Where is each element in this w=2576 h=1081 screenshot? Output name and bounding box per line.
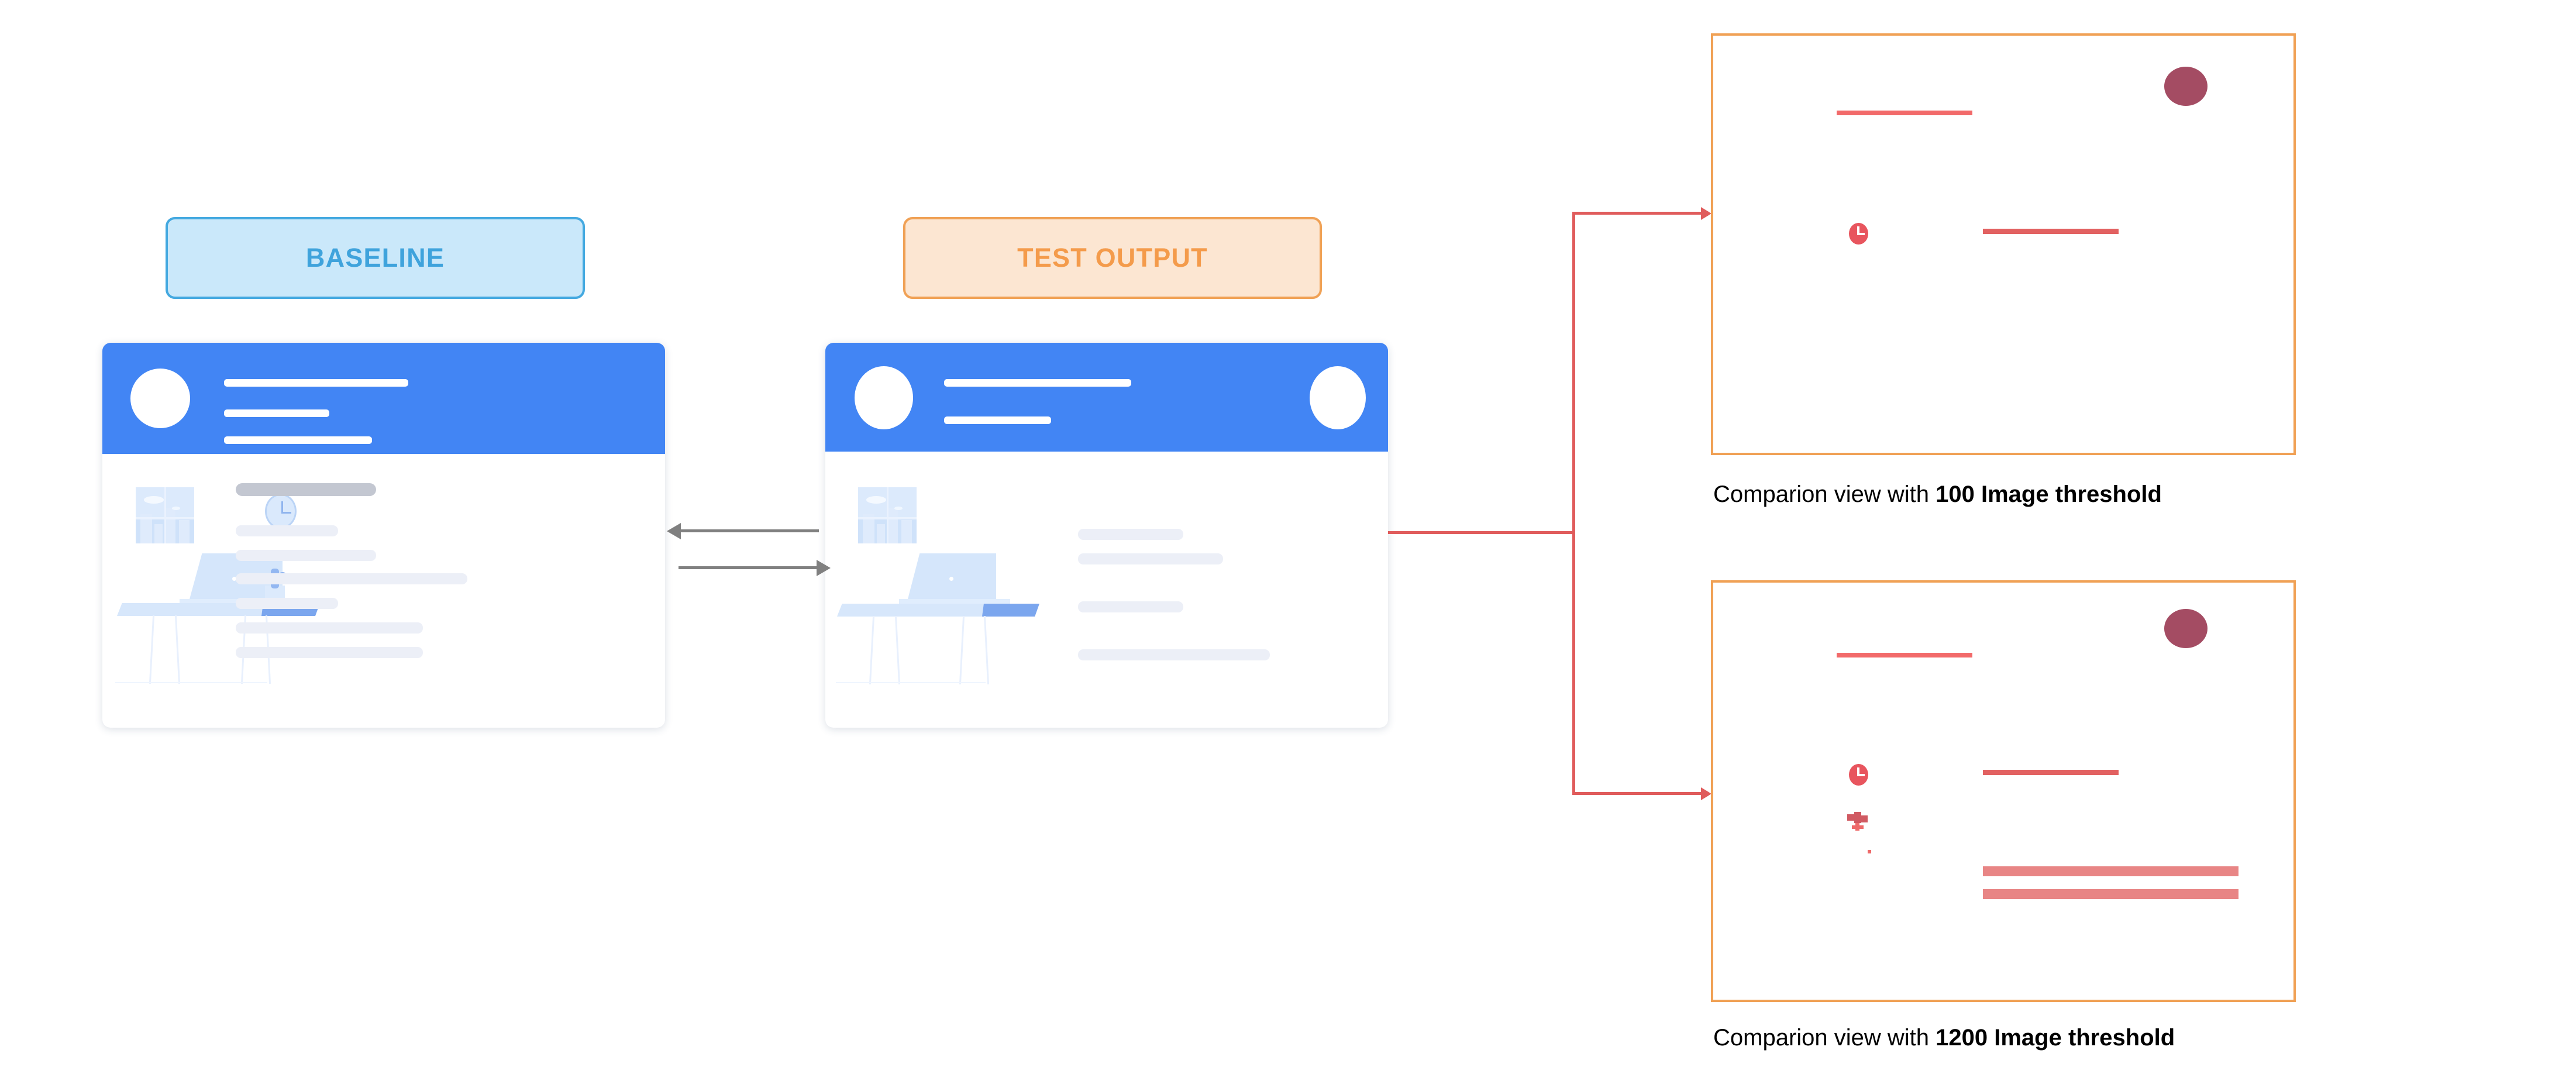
placeholder-line (236, 525, 338, 536)
diff-thick-bar (1983, 889, 2238, 899)
baseline-card-body (102, 343, 665, 728)
placeholder-line (1078, 529, 1183, 540)
desk-illustration (102, 343, 665, 728)
diff-bar (1837, 111, 1972, 115)
baseline-card[interactable] (102, 343, 665, 728)
placeholder-line (1078, 649, 1270, 660)
header-text-bar (944, 379, 1131, 387)
placeholder-line (1078, 601, 1183, 612)
caption-prefix: Comparion view with (1713, 1025, 1936, 1051)
test-output-card-header (825, 343, 1388, 452)
diff-clock-icon (1849, 223, 1868, 245)
branch-trunk (1572, 212, 1575, 795)
diff-avatar-ellipse (2164, 67, 2207, 106)
caption-threshold: 1200 Image threshold (1936, 1025, 2175, 1051)
arrow-right-head (817, 560, 831, 576)
placeholder-line (236, 647, 423, 658)
comparison-1200-caption: Comparion view with 1200 Image threshold (1713, 1025, 2175, 1051)
comparison-100-caption: Comparion view with 100 Image threshold (1713, 481, 2162, 508)
avatar (130, 369, 190, 428)
desk-illustration (825, 343, 1388, 728)
arrow-right-line (679, 566, 819, 569)
arrow-left-line (679, 529, 819, 532)
header-text-bar (224, 409, 329, 417)
placeholder-line (236, 622, 423, 634)
placeholder-line (236, 550, 376, 561)
avatar-secondary (1310, 366, 1366, 429)
comparison-panel-1200[interactable] (1711, 580, 2296, 1002)
caption-prefix: Comparion view with (1713, 481, 1936, 507)
diff-thick-bar (1983, 866, 2238, 876)
baseline-badge[interactable]: BASELINE (166, 217, 585, 299)
placeholder-line (1078, 553, 1223, 564)
branch-to-bottom-panel (1572, 792, 1702, 795)
placeholder-line (236, 598, 338, 609)
diff-bar (1983, 770, 2119, 775)
test-output-card[interactable] (825, 343, 1388, 728)
diff-clock-icon (1849, 764, 1868, 786)
avatar (855, 366, 913, 429)
test-output-card-body (825, 343, 1388, 728)
baseline-card-header (102, 343, 665, 454)
header-text-bar (224, 436, 372, 444)
diff-dot (1868, 850, 1871, 853)
placeholder-title-line (236, 483, 376, 496)
branch-top-arrowhead (1701, 207, 1711, 220)
test-output-badge[interactable]: TEST OUTPUT (903, 217, 1322, 299)
diff-cactus-icon (1847, 812, 1870, 835)
window-illustration (858, 487, 917, 543)
diff-bar (1983, 229, 2119, 234)
header-text-bar (944, 416, 1051, 424)
caption-threshold: 100 Image threshold (1936, 481, 2162, 507)
comparison-panel-100[interactable] (1711, 33, 2296, 455)
window-illustration (136, 487, 194, 543)
diff-bar (1837, 653, 1972, 657)
branch-to-top-panel (1572, 212, 1702, 215)
branch-bottom-arrowhead (1701, 787, 1711, 800)
arrow-left-head (667, 523, 681, 539)
baseline-badge-label: BASELINE (305, 243, 445, 273)
diff-avatar-ellipse (2164, 609, 2207, 648)
branch-stem (1388, 531, 1575, 534)
test-output-badge-label: TEST OUTPUT (1017, 243, 1208, 273)
header-text-bar (224, 379, 408, 387)
placeholder-line (236, 573, 467, 584)
